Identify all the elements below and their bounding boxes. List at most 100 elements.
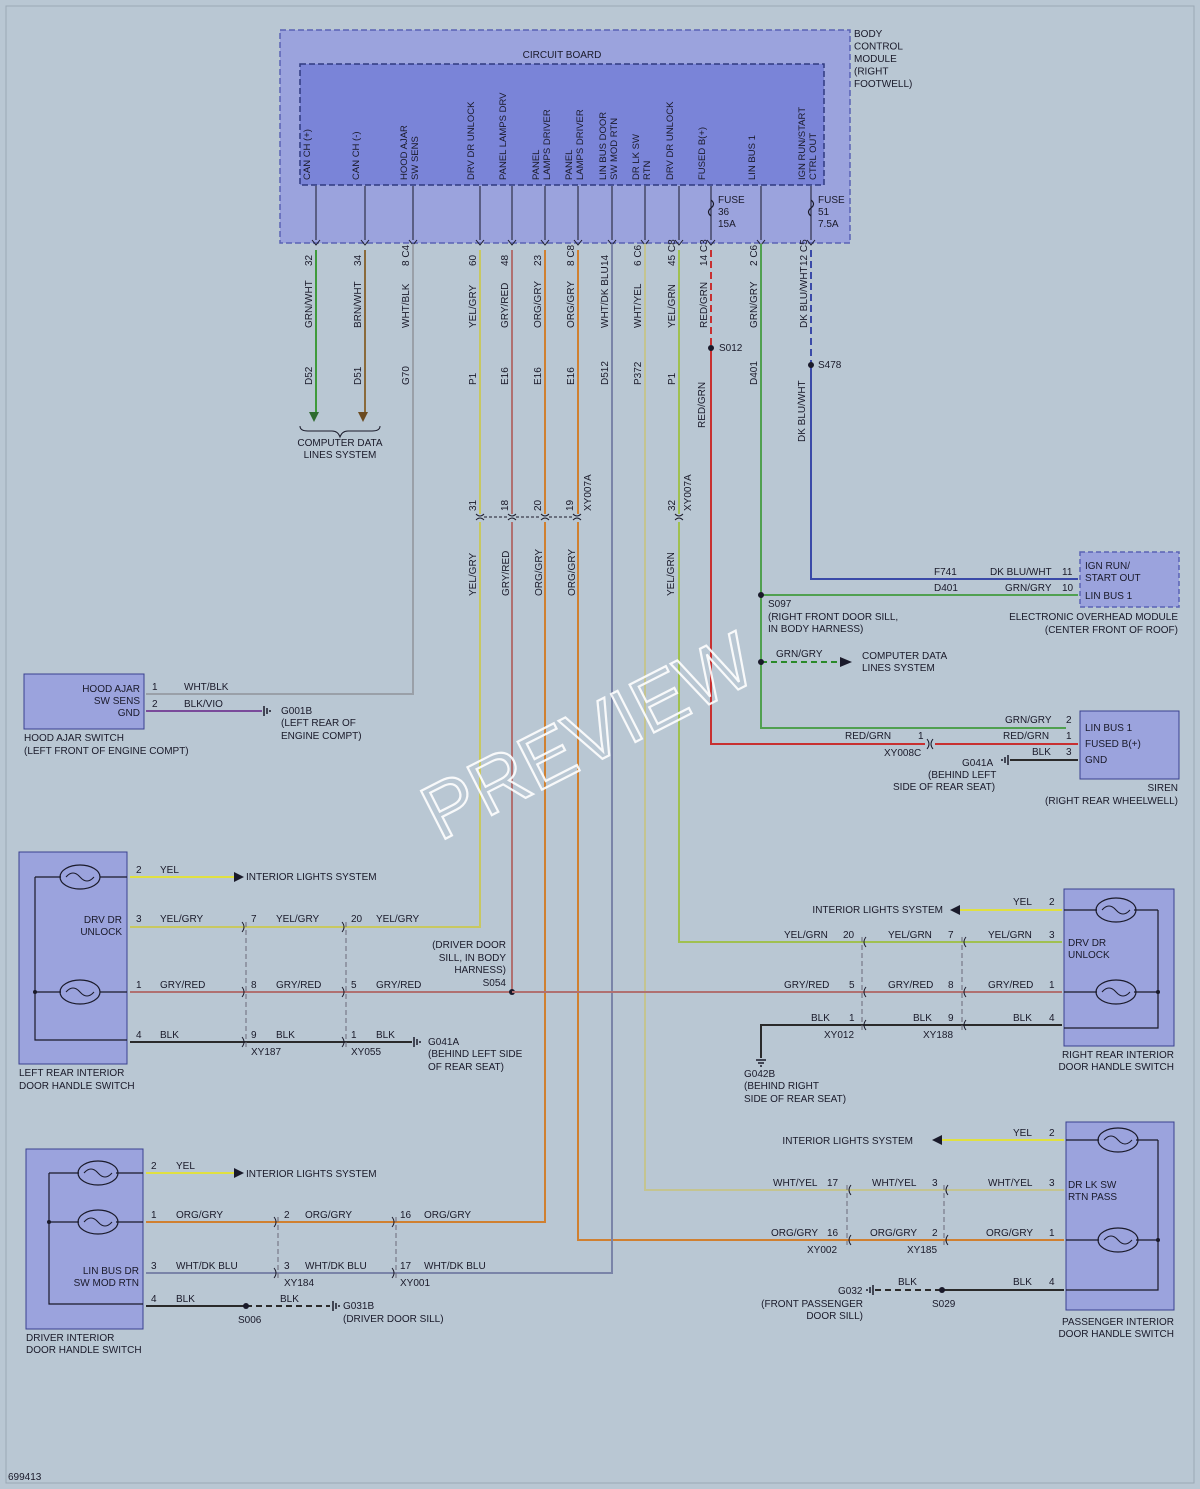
component-name: LEFT REAR INTERIOR xyxy=(19,1068,124,1079)
ground-location: ENGINE COMPT) xyxy=(281,731,362,742)
bcm-pin-label: LAMPS DRIVER xyxy=(542,109,553,180)
wire-label: WHT/DK BLU xyxy=(600,266,611,328)
module-pin-label: GND xyxy=(1085,755,1107,766)
wire-label: GRY/RED xyxy=(501,551,512,596)
pin-number: 7 xyxy=(948,930,954,941)
switch-label: RTN PASS xyxy=(1068,1192,1117,1203)
wire-label: YEL/GRY xyxy=(276,914,319,925)
module-pin-label: FUSED B(+) xyxy=(1085,739,1141,750)
splice-dot xyxy=(708,345,714,351)
computer-data-label: LINES SYSTEM xyxy=(862,663,935,674)
circuit-board-label: CIRCUIT BOARD xyxy=(523,50,602,61)
pin-number: 6 C6 xyxy=(633,244,644,266)
pin-number: 7 xyxy=(251,914,257,925)
arrow-right-icon xyxy=(840,657,852,667)
wire-label: YEL/GRY xyxy=(468,553,479,596)
switch-label: SW SENS xyxy=(94,696,140,707)
fuse-label: 15A xyxy=(718,219,736,230)
pin-number: 1 xyxy=(351,1030,357,1041)
ground-location: DOOR SILL) xyxy=(806,1311,863,1322)
pin-number: 2 xyxy=(284,1210,290,1221)
connector-name: XY185 xyxy=(907,1245,937,1256)
wire-label: WHT/YEL xyxy=(633,283,644,328)
wire-label: BLK xyxy=(1032,747,1051,758)
pin-number: 8 C8 xyxy=(566,244,577,266)
computer-data-label: LINES SYSTEM xyxy=(304,450,377,461)
fuse-36-icon xyxy=(707,199,715,217)
bcm-pin-label: PANEL LAMPS DRV xyxy=(498,92,509,180)
wire-label: WHT/DK BLU xyxy=(305,1261,367,1272)
pin-number: 1 xyxy=(918,731,924,742)
wire-label: WHT/YEL xyxy=(988,1178,1033,1189)
left-rear-switch-box xyxy=(18,851,128,1065)
pin-number: 14 C3 xyxy=(699,239,710,266)
pin-number: 2 xyxy=(151,1161,157,1172)
wire-label: ORG/GRY xyxy=(424,1210,471,1221)
bcm-pin-label: FUSED B(+) xyxy=(697,127,708,180)
switch-icon xyxy=(33,864,127,1041)
wire-label: BLK xyxy=(1013,1013,1032,1024)
pin-number: 12 C5 xyxy=(799,239,810,266)
bcm-pin-label: HOOD AJAR xyxy=(399,125,410,180)
connector-column xyxy=(846,1184,949,1246)
wire-label: BLK xyxy=(160,1030,179,1041)
bcm-pin-label: PANEL xyxy=(564,150,575,180)
overhead-module-box xyxy=(1079,551,1180,608)
wire-label: ORG/GRY xyxy=(567,549,578,596)
switch-icon xyxy=(1066,1127,1160,1291)
wire-label: WHT/DK BLU xyxy=(176,1261,238,1272)
pin-number: 20 xyxy=(351,914,363,925)
wire-label: WHT/BLK xyxy=(184,682,229,693)
pin-chevron-icon xyxy=(573,239,583,246)
ground-label: G032 xyxy=(838,1286,863,1297)
wire-wht-blk xyxy=(146,244,414,695)
pin-number: 1 xyxy=(1049,1228,1055,1239)
wire-label: YEL/GRY xyxy=(160,914,203,925)
pin-number: 17 xyxy=(827,1178,839,1189)
system-label: INTERIOR LIGHTS SYSTEM xyxy=(246,872,377,883)
circuit-label: P1 xyxy=(468,372,479,385)
switch-icon xyxy=(1064,897,1160,1029)
ground-location: (BEHIND LEFT SIDE xyxy=(428,1049,523,1060)
pin-number: 1 xyxy=(136,980,142,991)
wire-label: BLK xyxy=(913,1013,932,1024)
system-label: INTERIOR LIGHTS SYSTEM xyxy=(812,905,943,916)
arrow-left-icon xyxy=(950,905,960,915)
pin-number: 5 xyxy=(849,980,855,991)
switch-label: GND xyxy=(118,708,140,719)
component-name: SIREN xyxy=(1147,783,1178,794)
wire-label: BLK xyxy=(811,1013,830,1024)
connector-name: XY184 xyxy=(284,1278,314,1289)
bcm-pin-label: RTN xyxy=(642,161,653,180)
splice-note: (RIGHT FRONT DOOR SILL, xyxy=(768,612,898,623)
connector-name: XY187 xyxy=(251,1047,281,1058)
right-rear-switch-box xyxy=(1063,888,1175,1047)
bcm-pin-label: LIN BUS DOOR xyxy=(598,112,609,180)
pin-number: 48 xyxy=(500,254,511,266)
pin-number: 45 C8 xyxy=(667,239,678,266)
connector-name: XY008C xyxy=(884,748,921,759)
pin-number: 8 xyxy=(948,980,954,991)
wire-label: ORG/GRY xyxy=(870,1228,917,1239)
circuit-board-box xyxy=(299,63,825,186)
bcm-pin-label: SW MOD RTN xyxy=(609,118,620,180)
bcm-pin-label: LAMPS DRIVER xyxy=(575,109,586,180)
circuit-label: P372 xyxy=(633,361,644,385)
splice-dot xyxy=(939,1287,945,1293)
component-location: (CENTER FRONT OF ROOF) xyxy=(1045,625,1178,636)
wire-label: YEL xyxy=(160,865,179,876)
system-label: INTERIOR LIGHTS SYSTEM xyxy=(782,1136,913,1147)
pin-number: 3 xyxy=(1049,930,1055,941)
fuse-label: 7.5A xyxy=(818,219,839,230)
module-pin-label: LIN BUS 1 xyxy=(1085,591,1133,602)
component-name: DRIVER INTERIOR xyxy=(26,1333,114,1344)
arrow-down-icon xyxy=(358,412,368,422)
wire-label: BLK xyxy=(276,1030,295,1041)
bcm-title-line: BODY xyxy=(854,29,883,40)
wire-label: ORG/GRY xyxy=(771,1228,818,1239)
component-name: HOOD AJAR SWITCH xyxy=(24,733,124,744)
ground-icon xyxy=(413,1037,421,1047)
pin-number: 2 C6 xyxy=(749,244,760,266)
